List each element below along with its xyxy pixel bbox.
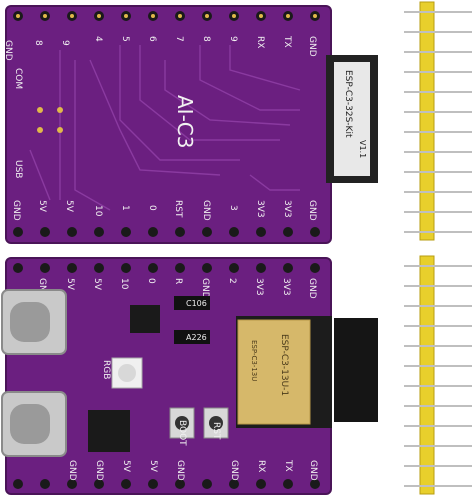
led-lens xyxy=(118,364,136,382)
pin-label: 5 xyxy=(120,36,130,42)
top-board-pin-row-top xyxy=(13,11,320,21)
reset-button[interactable] xyxy=(203,407,229,439)
pin-label: 5V xyxy=(148,460,158,473)
pin-label: 5V xyxy=(64,200,74,213)
pin-label: GND xyxy=(307,36,317,57)
module-sticker: ESP-C3-32S-Kit V1.1 xyxy=(326,55,378,183)
boot-button-cap[interactable] xyxy=(175,416,189,430)
pin-label: GND xyxy=(201,200,211,221)
top-board-top-labels: GND 8 9 4 5 6 7 8 9 RX TX GND xyxy=(3,35,317,61)
pin-label: GND xyxy=(94,460,104,481)
top-board-pads-top xyxy=(16,14,317,18)
bottom-board-pin-row-bottom xyxy=(13,479,320,489)
pin-label: 10 xyxy=(93,205,103,217)
chip-label: C106 xyxy=(186,299,207,308)
pin-label: GND xyxy=(307,278,317,299)
pin-label: GND xyxy=(307,200,317,221)
header-plastic xyxy=(419,255,435,495)
module-name: ESP-C3-32S-Kit xyxy=(343,70,353,138)
pin-label: GND xyxy=(37,278,47,299)
top-board-pin-row-bottom xyxy=(13,227,320,237)
pin-label: GND xyxy=(67,460,77,481)
pin-label: RX xyxy=(256,460,266,472)
bottom-board-bottom-labels: GND GND 5V 5V GND GND RX TX GND xyxy=(67,459,318,481)
pin-label: 8 xyxy=(201,36,211,42)
pin-label: 3V3 xyxy=(254,278,264,296)
reset-label: RST xyxy=(211,422,221,440)
header-plastic xyxy=(419,1,435,241)
bottom-board-pin-row-top xyxy=(13,263,320,273)
pin-label: 8 xyxy=(33,40,43,46)
top-board: GND 8 9 4 5 6 7 8 9 RX TX GND COM USB AI… xyxy=(3,5,378,244)
pin-label: RX xyxy=(255,36,265,48)
pin-label: 5V xyxy=(65,278,75,291)
pin-label: 9 xyxy=(60,40,70,46)
smd-components: C106 A226 xyxy=(174,296,210,344)
pin-header-bottom xyxy=(404,255,472,495)
pin-header-top xyxy=(404,1,472,241)
pin-label: RST xyxy=(173,200,183,218)
pin-label: 1 xyxy=(120,205,130,211)
pin-label: TX xyxy=(282,35,292,48)
reset-button-cap[interactable] xyxy=(209,416,223,430)
esp-module: ESP-C3-13U-1 ESP-C3-13U xyxy=(236,316,378,428)
pin-label: TX xyxy=(283,459,293,472)
pin-label: 5V xyxy=(92,278,102,291)
pin-label: 3 xyxy=(228,205,238,211)
pin-label: GND xyxy=(3,40,13,61)
chip-label: A226 xyxy=(186,333,207,342)
pin-label: 2 xyxy=(227,278,237,284)
pin-label: GND xyxy=(229,460,239,481)
boot-label: BOOT xyxy=(177,420,187,446)
usb-uart-ic xyxy=(88,410,130,452)
pin-label: 6 xyxy=(147,36,157,42)
pin-label: 0 xyxy=(146,278,156,284)
antenna-section xyxy=(334,318,378,422)
pin-label: 0 xyxy=(147,205,157,211)
bottom-board: GND 5V 5V 10 0 R GND 2 3V3 3V3 GND C106 … xyxy=(1,257,378,495)
pin-label: 4 xyxy=(93,36,103,42)
pin-label: GND xyxy=(175,460,185,481)
pin-label: 5V xyxy=(37,200,47,213)
capacitor xyxy=(174,330,210,344)
pin-label: 3V3 xyxy=(281,278,291,296)
board-title: AI-C3 xyxy=(173,95,197,149)
com-label: COM xyxy=(13,68,23,89)
usb-label: USB xyxy=(13,160,23,178)
pin-label: GND xyxy=(308,460,318,481)
regulator-ic xyxy=(130,305,160,333)
module-shield xyxy=(237,319,311,425)
module-text: ESP-C3-13U-1 xyxy=(279,334,289,396)
top-board-vias xyxy=(37,107,63,133)
pin-label: GND xyxy=(200,278,210,299)
usb-c-opening-2 xyxy=(10,404,50,444)
bottom-board-top-labels: GND 5V 5V 10 0 R GND 2 3V3 3V3 GND xyxy=(37,278,317,299)
capacitor xyxy=(174,296,210,310)
top-board-traces xyxy=(29,45,301,211)
sticker xyxy=(334,62,370,176)
led-label: RGB xyxy=(101,360,111,379)
shield-text: ESP-C3-13U xyxy=(250,340,258,381)
pin-label: GND xyxy=(11,200,21,221)
pin-label: 3V3 xyxy=(255,200,265,218)
pin-label: 5V xyxy=(121,460,131,473)
top-board-bottom-labels: GND 5V 5V 10 1 0 RST GND 3 3V3 3V3 GND xyxy=(11,200,317,221)
header-pins xyxy=(404,265,472,487)
usb-c-opening-1 xyxy=(10,302,50,342)
header-pins xyxy=(404,11,472,233)
module-version: V1.1 xyxy=(358,140,367,158)
pin-label: R xyxy=(173,278,183,284)
usb-c-connectors xyxy=(1,289,67,457)
pin-label: 9 xyxy=(228,36,238,42)
pin-label: 10 xyxy=(119,278,129,290)
pin-label: 7 xyxy=(174,36,184,42)
buttons: BOOT RST xyxy=(169,407,229,446)
rgb-led xyxy=(111,357,143,389)
pin-label: 3V3 xyxy=(282,200,292,218)
